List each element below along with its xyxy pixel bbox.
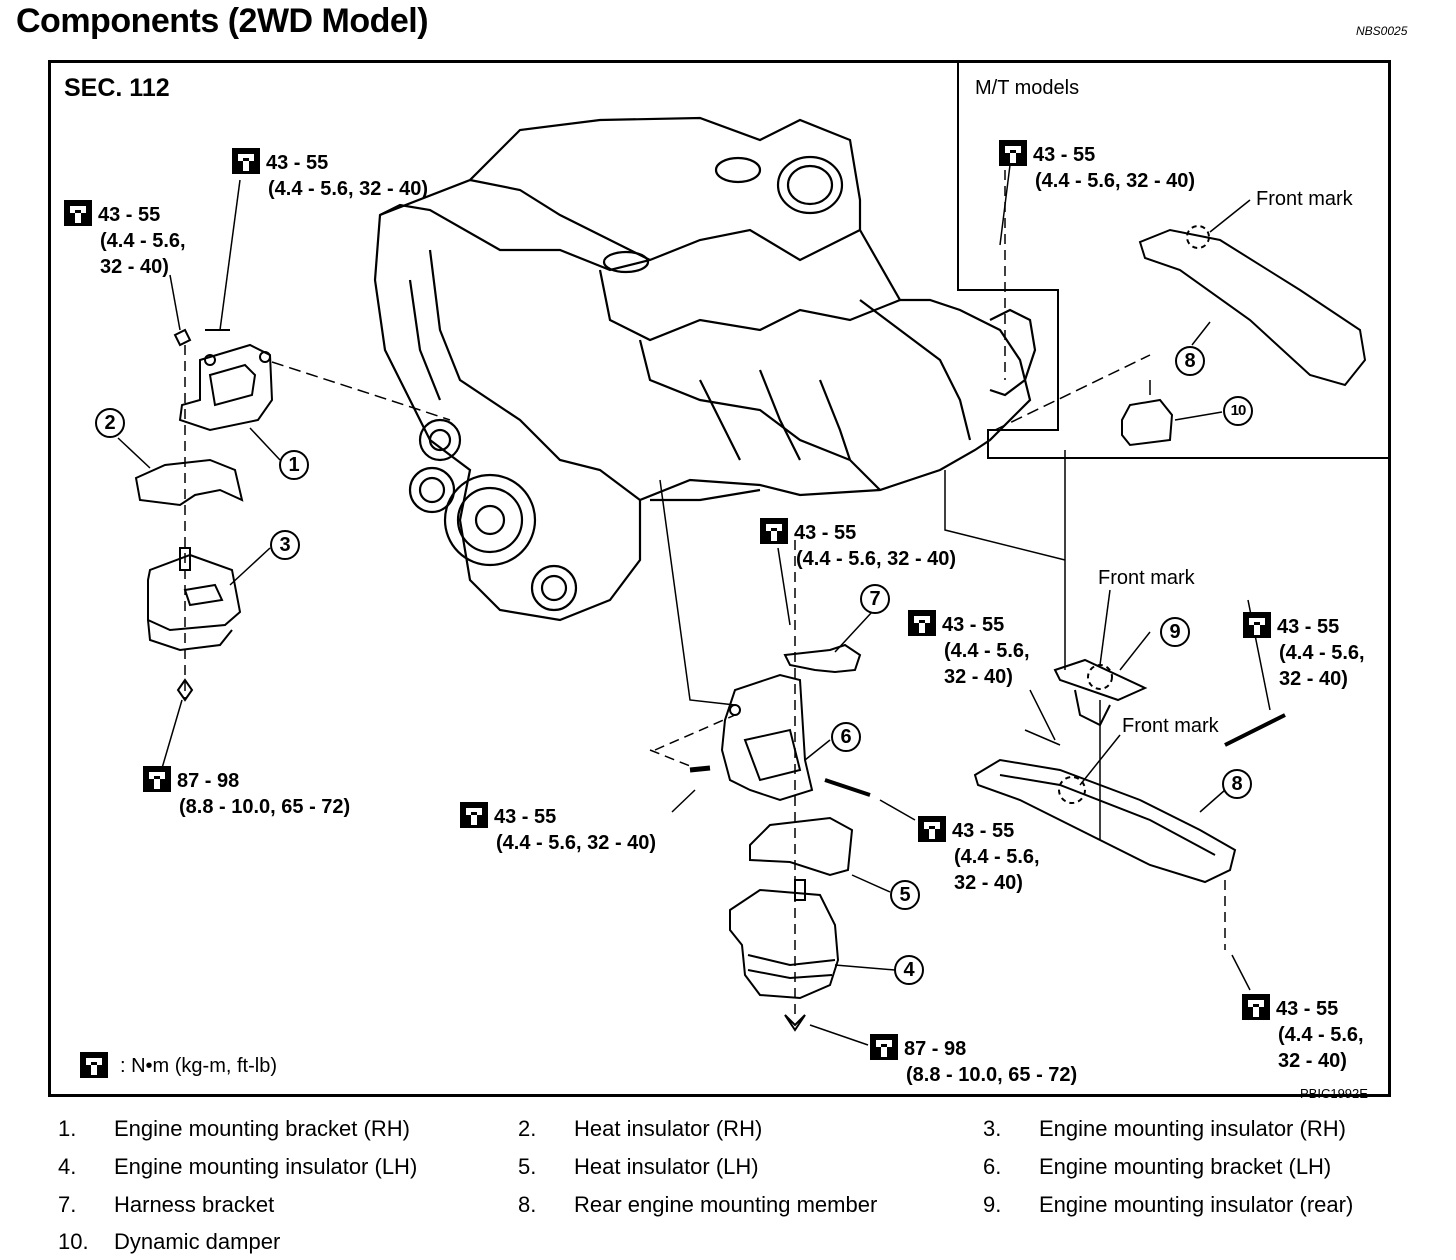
engine-mounting-bracket-lh	[720, 673, 814, 802]
front-mark-label: Front mark	[1256, 188, 1353, 210]
callout-6: 6	[831, 722, 861, 752]
torque-wrench-icon	[232, 148, 260, 174]
rh-bracket-to-engine-line	[271, 361, 451, 421]
mt-models-inset-border	[957, 62, 1389, 459]
torque-wrench-icon	[460, 802, 488, 828]
torque-spec: 43 - 55 (4.4 - 5.6, 32 - 40)	[460, 802, 656, 856]
legend-text: : N•m (kg-m, ft-lb)	[120, 1055, 277, 1077]
callout-4: 4	[894, 955, 924, 985]
rear-engine-mounting-member	[973, 758, 1237, 950]
torque-spec: 43 - 55 (4.4 - 5.6, 32 - 40)	[760, 518, 956, 572]
callout-8: 8	[1222, 769, 1252, 799]
callout-8-mt: 8	[1175, 346, 1205, 376]
front-mark-label: Front mark	[1122, 715, 1219, 737]
callout-2: 2	[95, 408, 125, 438]
callout-10: 10	[1223, 396, 1253, 426]
torque-wrench-icon	[918, 816, 946, 842]
callout-3: 3	[270, 530, 300, 560]
section-label: SEC. 112	[64, 74, 170, 102]
torque-wrench-icon	[870, 1034, 898, 1060]
torque-wrench-icon	[143, 766, 171, 792]
torque-wrench-icon	[64, 200, 92, 226]
torque-wrench-icon	[999, 140, 1027, 166]
torque-spec: 87 - 98 (8.8 - 10.0, 65 - 72)	[870, 1034, 1077, 1088]
leader-lines	[117, 164, 1271, 1046]
bolt-lh-front	[689, 765, 711, 773]
callout-7: 7	[860, 584, 890, 614]
front-mark-label: Front mark	[1098, 567, 1195, 589]
torque-wrench-icon	[908, 610, 936, 636]
diagram-frame	[48, 60, 1391, 1097]
torque-spec: 87 - 98 (8.8 - 10.0, 65 - 72)	[143, 766, 350, 820]
heat-insulator-rh	[134, 458, 244, 507]
callout-9: 9	[1160, 617, 1190, 647]
torque-spec: 43 - 55 (4.4 - 5.6, 32 - 40)	[64, 200, 186, 280]
mt-rear-member	[1138, 225, 1367, 387]
torque-wrench-icon	[80, 1052, 108, 1078]
torque-spec: 43 - 55 (4.4 - 5.6, 32 - 40)	[1242, 994, 1364, 1074]
harness-bracket	[783, 643, 862, 674]
engine-mounting-insulator-lh	[729, 879, 840, 1000]
torque-wrench-icon	[760, 518, 788, 544]
torque-spec: 43 - 55 (4.4 - 5.6, 32 - 40)	[908, 610, 1030, 690]
torque-spec: 43 - 55 (4.4 - 5.6, 32 - 40)	[1243, 612, 1365, 692]
mt-dynamic-damper	[1121, 398, 1174, 447]
bolt-lh-side	[824, 778, 871, 797]
torque-legend: : N•m (kg-m, ft-lb)	[80, 1052, 277, 1078]
torque-wrench-icon	[1243, 612, 1271, 638]
page-title: Components (2WD Model)	[16, 2, 429, 40]
mt-models-label: M/T models	[975, 77, 1080, 99]
engine-illustration	[373, 116, 1037, 622]
torque-spec: 43 - 55 (4.4 - 5.6, 32 - 40)	[918, 816, 1040, 896]
torque-wrench-icon	[1242, 994, 1270, 1020]
callout-5: 5	[890, 880, 920, 910]
document-id: NBS0025	[1356, 24, 1408, 38]
engine-mounting-bracket-rh	[173, 328, 274, 432]
bolt-rear-long	[1224, 713, 1286, 747]
figure-id: PBIC1992E	[1300, 1086, 1368, 1101]
engine-mounting-insulator-rh	[147, 547, 242, 652]
heat-insulator-lh	[749, 816, 854, 877]
torque-spec: 43 - 55 (4.4 - 5.6, 32 - 40)	[999, 140, 1195, 194]
torque-spec: 43 - 55 (4.4 - 5.6, 32 - 40)	[232, 148, 428, 202]
callout-1: 1	[279, 450, 309, 480]
